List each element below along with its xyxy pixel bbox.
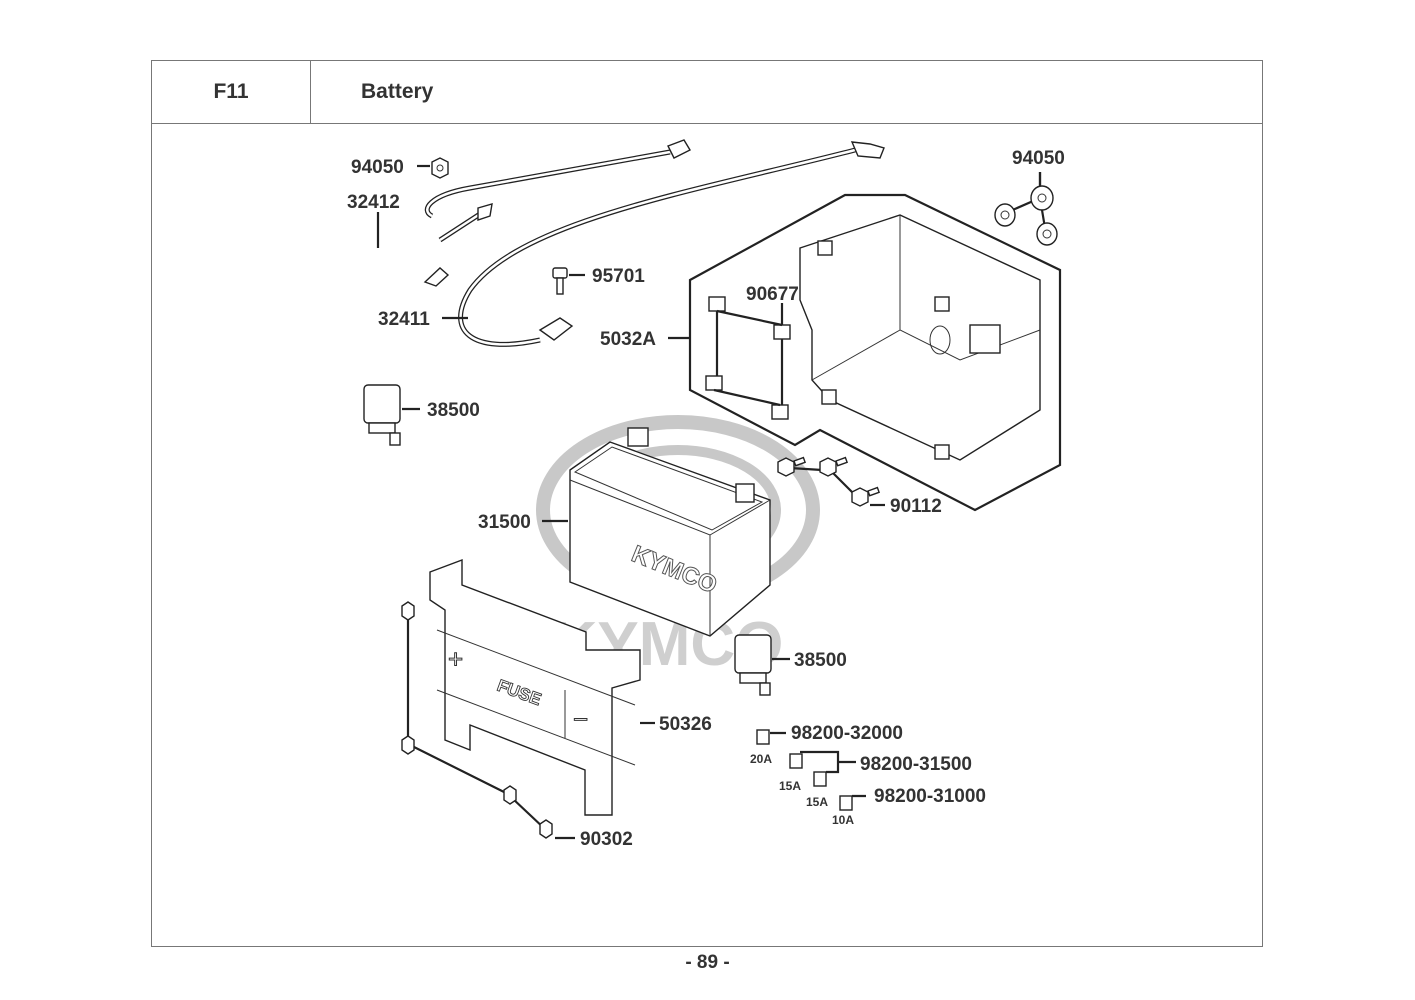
label-98200-32000: 98200-32000 xyxy=(791,723,903,744)
fuse-rating-10a: 10A xyxy=(832,813,854,827)
section-title: Battery xyxy=(361,80,434,103)
grommets-94050 xyxy=(994,172,1058,246)
label-32411: 32411 xyxy=(378,309,430,330)
label-32412: 32412 xyxy=(347,192,400,213)
part-labels: 94050 32412 32411 95701 90677 5032A 9405… xyxy=(347,148,1065,850)
page-number: - 89 - xyxy=(685,952,730,973)
label-95701: 95701 xyxy=(592,266,645,287)
label-98200-31500: 98200-31500 xyxy=(860,754,972,775)
label-50326: 50326 xyxy=(659,714,712,735)
fuse-rating-15a-b: 15A xyxy=(806,795,828,809)
label-94050-grommet: 94050 xyxy=(1012,148,1065,169)
nut-94050-top xyxy=(431,157,449,179)
relay-38500-lower xyxy=(734,634,772,696)
label-98200-31000: 98200-31000 xyxy=(874,786,986,807)
label-38500-upper: 38500 xyxy=(427,400,480,421)
cable-32412 xyxy=(355,139,691,294)
battery-31500: KYMCO xyxy=(569,427,771,637)
fuse-rating-15a-a: 15A xyxy=(779,779,801,793)
label-5032A: 5032A xyxy=(600,329,656,350)
clip-nuts-90677 xyxy=(705,296,791,420)
fuse-15a-a xyxy=(789,753,803,769)
fuse-bracket-50326: + FUSE − xyxy=(429,558,641,816)
fuse-rating-20a: 20A xyxy=(750,752,772,766)
screws-90302 xyxy=(401,601,553,839)
label-90302: 90302 xyxy=(580,829,633,850)
bracket-plus-mark: + xyxy=(448,644,463,674)
header-row: F11 Battery xyxy=(152,61,1262,124)
label-38500-lower: 38500 xyxy=(794,650,847,671)
diagram-frame: F11 Battery xyxy=(151,60,1263,947)
fuse-15a-b xyxy=(813,771,827,787)
cable-32411 xyxy=(458,141,885,347)
bolt-95701 xyxy=(552,267,568,295)
relay-38500-upper xyxy=(363,384,401,446)
label-31500: 31500 xyxy=(478,512,531,533)
battery-box-5032A xyxy=(799,214,1041,461)
bolts-90112 xyxy=(777,456,881,507)
leader-lines xyxy=(376,164,1042,840)
fuses-group: 20A 15A 15A 10A xyxy=(750,729,866,827)
fuse-20a xyxy=(756,729,770,745)
fuse-10a xyxy=(839,795,853,811)
bracket-minus-mark: − xyxy=(573,704,588,734)
section-code: F11 xyxy=(152,61,311,123)
label-90112: 90112 xyxy=(890,496,942,517)
label-90677: 90677 xyxy=(746,284,799,305)
battery-box-group xyxy=(688,193,1062,512)
label-94050-nut: 94050 xyxy=(351,157,404,178)
